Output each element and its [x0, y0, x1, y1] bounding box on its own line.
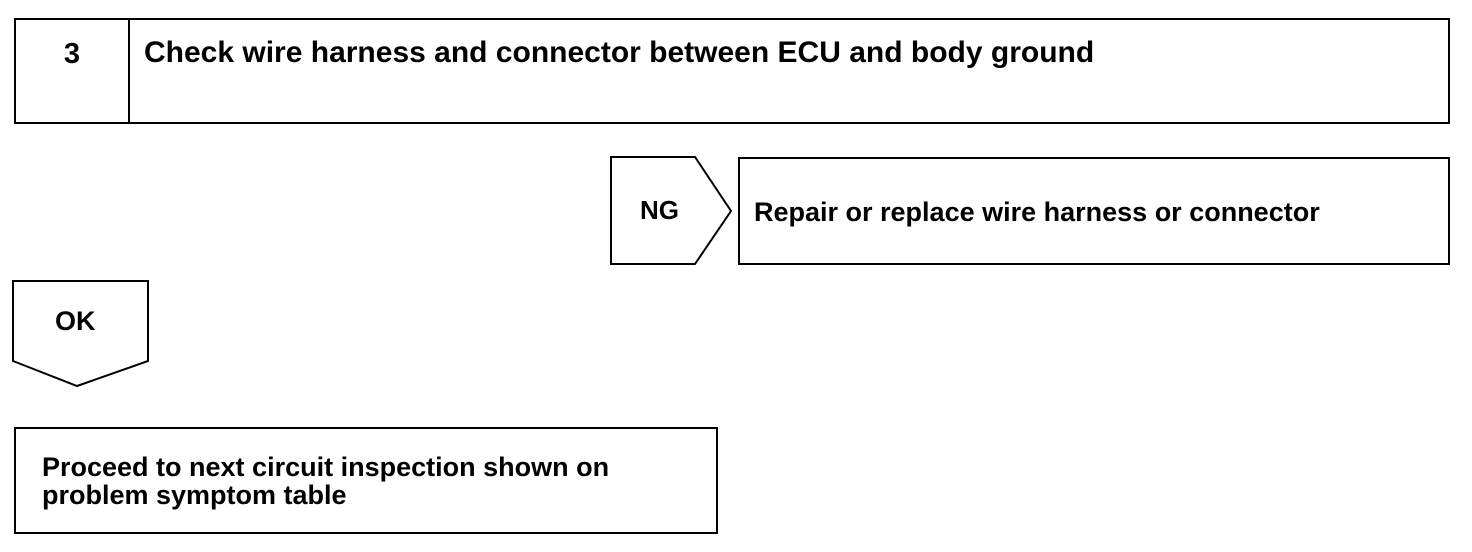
ok-arrow-shape: [12, 280, 149, 388]
step-box: 3 Check wire harness and connector betwe…: [14, 18, 1450, 124]
ok-label: OK: [55, 306, 96, 336]
step-number: 3: [16, 20, 130, 122]
ng-label: NG: [640, 195, 679, 225]
ng-action-box: Repair or replace wire harness or connec…: [738, 157, 1450, 265]
ok-action-text: Proceed to next circuit inspection shown…: [42, 452, 610, 510]
ng-arrow-shape: [610, 156, 733, 265]
ok-action-box: Proceed to next circuit inspection shown…: [14, 427, 718, 534]
ng-action-text: Repair or replace wire harness or connec…: [754, 197, 1320, 227]
step-title: Check wire harness and connector between…: [144, 36, 1095, 69]
